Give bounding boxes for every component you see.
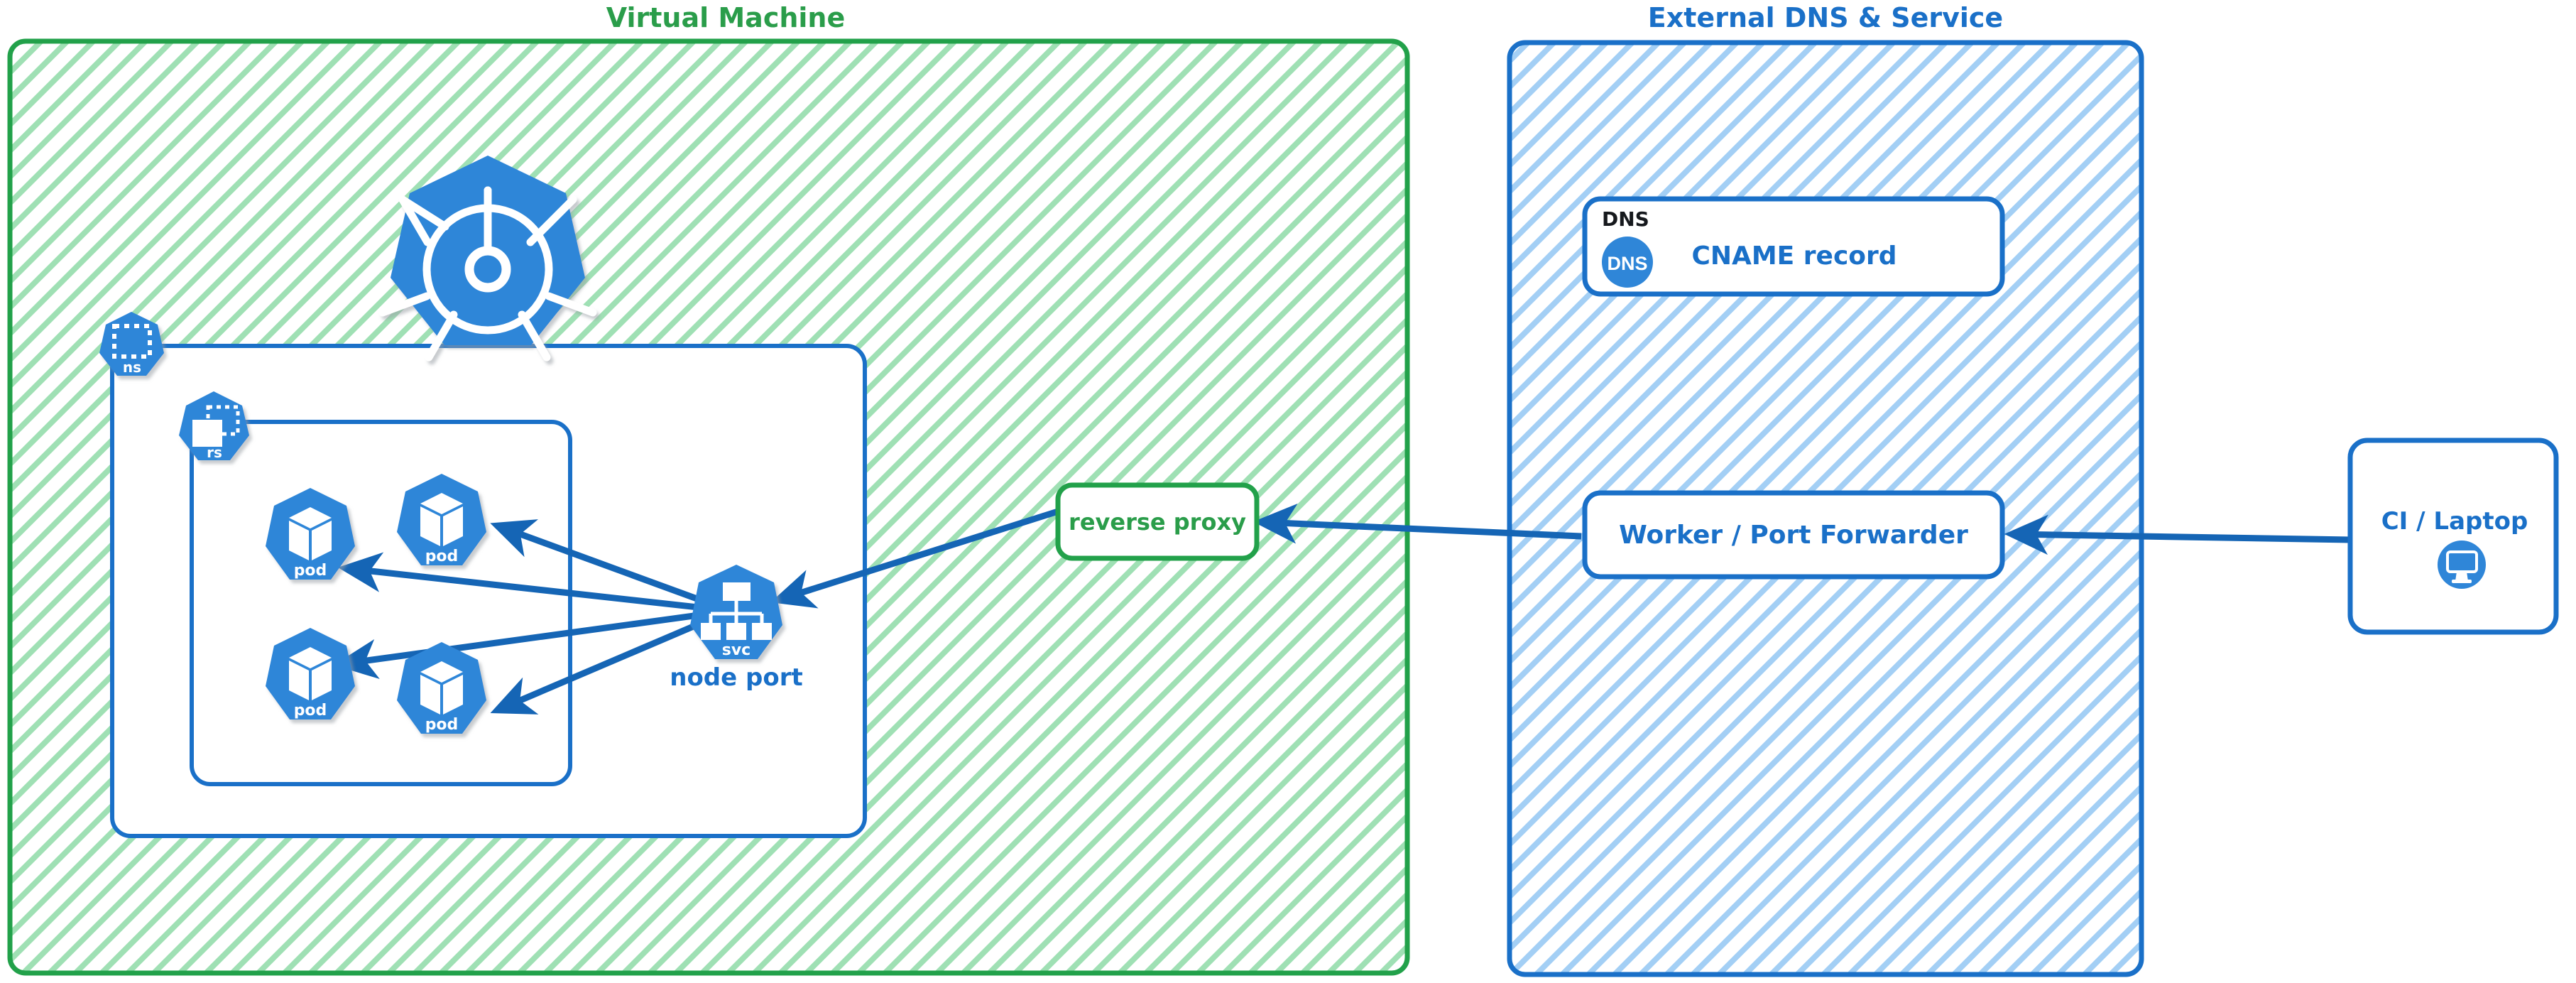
pod-icon xyxy=(266,488,355,580)
dns-badge-label: DNS xyxy=(1607,253,1647,274)
replicaset-solid-square-icon xyxy=(192,420,222,447)
edge-service-to-pod-2 xyxy=(490,519,731,614)
service-node[interactable]: svc xyxy=(690,565,782,659)
pod-node-2[interactable]: pod xyxy=(397,474,486,565)
virtual-machine-title: Virtual Machine xyxy=(606,2,846,33)
pod-node-3[interactable]: pod xyxy=(266,628,355,719)
namespace-label: ns xyxy=(123,359,141,376)
edge-service-to-pod-1 xyxy=(337,552,731,614)
client-rect[interactable] xyxy=(2347,438,2559,635)
pod-label: pod xyxy=(425,716,459,734)
dns-rect[interactable] xyxy=(1582,196,2005,297)
worker-box[interactable]: Worker / Port Forwarder xyxy=(1582,490,2005,580)
dns-badge-icon xyxy=(1602,237,1653,288)
service-to-pod-edges xyxy=(333,519,731,715)
edge-client-to-worker xyxy=(2004,514,2351,555)
replicaset-scope-box[interactable] xyxy=(190,420,572,786)
reverse-proxy-box[interactable]: reverse proxy xyxy=(1055,482,1260,561)
edge-reverse-proxy-to-service xyxy=(770,508,1059,609)
pod-label: pod xyxy=(294,702,327,719)
pod-node-1[interactable]: pod xyxy=(266,488,355,580)
edge-service-to-pod-3 xyxy=(333,607,731,680)
worker-label: Worker / Port Forwarder xyxy=(1619,521,1968,550)
pod-cube-icon xyxy=(420,493,463,546)
group-external-dns-service[interactable]: External DNS & Service xyxy=(1507,2,2144,977)
pod-cube-icon xyxy=(289,647,332,700)
service-label: svc xyxy=(722,641,751,659)
namespace-dashed-square-icon xyxy=(112,324,152,359)
node-port-caption: node port xyxy=(670,663,803,692)
client-label: CI / Laptop xyxy=(2381,507,2528,536)
replicaset-dashed-square-icon xyxy=(206,405,240,436)
external-dns-service-title: External DNS & Service xyxy=(1648,2,2003,33)
pod-icon xyxy=(397,642,486,734)
replicaset-node[interactable]: rs xyxy=(179,391,249,461)
client-box[interactable]: CI / Laptop xyxy=(2347,438,2559,635)
dns-box[interactable]: DNS DNS CNAME record xyxy=(1582,196,2005,297)
pod-label: pod xyxy=(425,548,459,565)
namespace-node[interactable]: ns xyxy=(99,312,164,376)
dns-record-label: CNAME record xyxy=(1691,241,1896,271)
reverse-proxy-label: reverse proxy xyxy=(1069,509,1246,536)
edge-worker-to-reverse-proxy xyxy=(1252,504,1582,544)
pod-icon xyxy=(397,474,486,565)
pod-cube-icon xyxy=(420,661,463,715)
pod-node-4[interactable]: pod xyxy=(397,642,486,734)
reverse-proxy-rect[interactable] xyxy=(1055,482,1260,561)
worker-rect[interactable] xyxy=(1582,490,2005,580)
kubernetes-cluster-logo[interactable] xyxy=(378,156,597,362)
pod-label: pod xyxy=(294,562,327,580)
service-hierarchy-icon xyxy=(701,582,772,640)
replicaset-label: rs xyxy=(207,444,222,461)
pod-icon xyxy=(266,628,355,719)
dns-group-label: DNS xyxy=(1602,207,1649,231)
pod-cube-icon xyxy=(289,507,332,560)
edge-service-to-pod-4 xyxy=(490,607,731,715)
desktop-monitor-icon xyxy=(2438,541,2486,589)
